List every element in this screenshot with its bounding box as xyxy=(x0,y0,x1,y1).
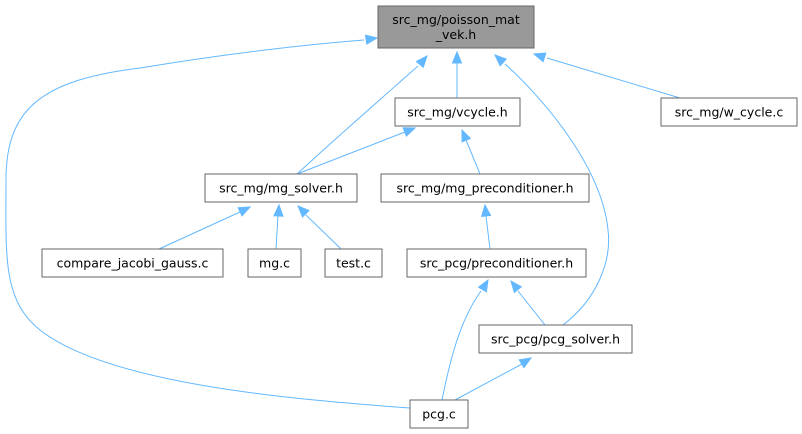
edge-vcycle-to-root xyxy=(451,50,463,98)
node-test[interactable]: test.c xyxy=(324,248,383,278)
node-box xyxy=(204,173,358,203)
node-mgc[interactable]: mg.c xyxy=(247,248,302,278)
node-label: src_pcg/pcg_solver.h xyxy=(491,332,620,347)
node-label: test.c xyxy=(336,256,371,271)
node-box xyxy=(478,324,633,354)
arrowhead-icon xyxy=(237,206,252,217)
node-box xyxy=(247,248,302,278)
arrowhead-icon xyxy=(273,203,284,217)
edge-mgprecond-to-vcycle xyxy=(461,128,481,175)
edge-line xyxy=(5,39,411,409)
arrowhead-icon xyxy=(532,52,547,63)
node-label: mg.c xyxy=(259,256,290,271)
node-box xyxy=(380,173,590,203)
edge-line xyxy=(441,290,482,401)
edge-pcgc-to-pcgsolver xyxy=(454,357,533,401)
node-mgprecond[interactable]: src_mg/mg_preconditioner.h xyxy=(380,173,590,203)
edge-compare-to-mgsolver xyxy=(158,206,252,250)
edge-line xyxy=(296,131,406,175)
node-box xyxy=(324,248,383,278)
node-label: src_mg/w_cycle.c xyxy=(675,105,784,120)
arrowhead-icon xyxy=(461,128,472,143)
edge-line xyxy=(158,211,241,250)
node-root[interactable]: src_mg/poisson_mat_vek.h xyxy=(377,5,535,49)
node-label: src_mg/vcycle.h xyxy=(407,105,507,120)
arrowhead-icon xyxy=(451,50,463,64)
arrowhead-icon xyxy=(518,357,533,369)
node-box xyxy=(660,97,798,127)
edge-pcgc-to-root xyxy=(5,34,411,409)
arrowhead-icon xyxy=(364,34,379,45)
node-label: compare_jacobi_gauss.c xyxy=(57,256,209,271)
node-box xyxy=(377,5,535,49)
arrowhead-icon xyxy=(510,279,523,294)
edge-line xyxy=(504,63,610,326)
node-mgsolver[interactable]: src_mg/mg_solver.h xyxy=(204,173,358,203)
node-label: src_mg/mg_preconditioner.h xyxy=(396,181,573,196)
node-box xyxy=(394,97,521,127)
node-compare[interactable]: compare_jacobi_gauss.c xyxy=(41,248,224,278)
node-pcgc[interactable]: pcg.c xyxy=(409,399,469,429)
edge-mgc-to-mgsolver xyxy=(273,203,284,250)
node-vcycle[interactable]: src_mg/vcycle.h xyxy=(394,97,521,127)
arrowhead-icon xyxy=(297,205,310,218)
edge-line xyxy=(465,139,481,175)
edges-layer xyxy=(5,34,681,409)
arrowhead-icon xyxy=(415,54,428,69)
node-box xyxy=(409,399,469,429)
node-label: src_mg/poisson_mat xyxy=(392,12,520,27)
edge-pcgsolver-to-pcgprecond xyxy=(510,279,546,326)
edge-line xyxy=(454,363,523,401)
edge-pcgsolver-to-root xyxy=(494,54,610,326)
edge-wcycle-to-root xyxy=(532,52,681,99)
node-box xyxy=(41,248,224,278)
node-wcycle[interactable]: src_mg/w_cycle.c xyxy=(660,97,798,127)
arrowhead-icon xyxy=(480,203,492,217)
node-label: _vek.h xyxy=(435,27,476,42)
edge-pcgc-to-pcgprecond xyxy=(441,278,489,401)
node-pcgsolver[interactable]: src_pcg/pcg_solver.h xyxy=(478,324,633,354)
edge-mgsolver-to-vcycle xyxy=(296,127,417,175)
node-label: pcg.c xyxy=(422,407,456,422)
edge-line xyxy=(305,214,342,250)
arrowhead-icon xyxy=(402,127,417,138)
node-label: src_pcg/preconditioner.h xyxy=(420,256,573,271)
edge-pcgprecond-to-mgprecond xyxy=(480,203,492,250)
edge-line xyxy=(546,57,681,99)
node-label: src_mg/mg_solver.h xyxy=(219,181,343,196)
edge-line xyxy=(275,215,279,250)
arrowhead-icon xyxy=(494,54,508,67)
arrowhead-icon xyxy=(477,278,489,293)
edge-mgsolver-to-root xyxy=(296,54,428,175)
node-pcgprecond[interactable]: src_pcg/preconditioner.h xyxy=(406,248,587,278)
edge-test-to-mgsolver xyxy=(297,205,342,250)
edge-line xyxy=(517,290,546,326)
edge-line xyxy=(296,65,419,175)
node-box xyxy=(406,248,587,278)
edge-line xyxy=(485,215,491,250)
